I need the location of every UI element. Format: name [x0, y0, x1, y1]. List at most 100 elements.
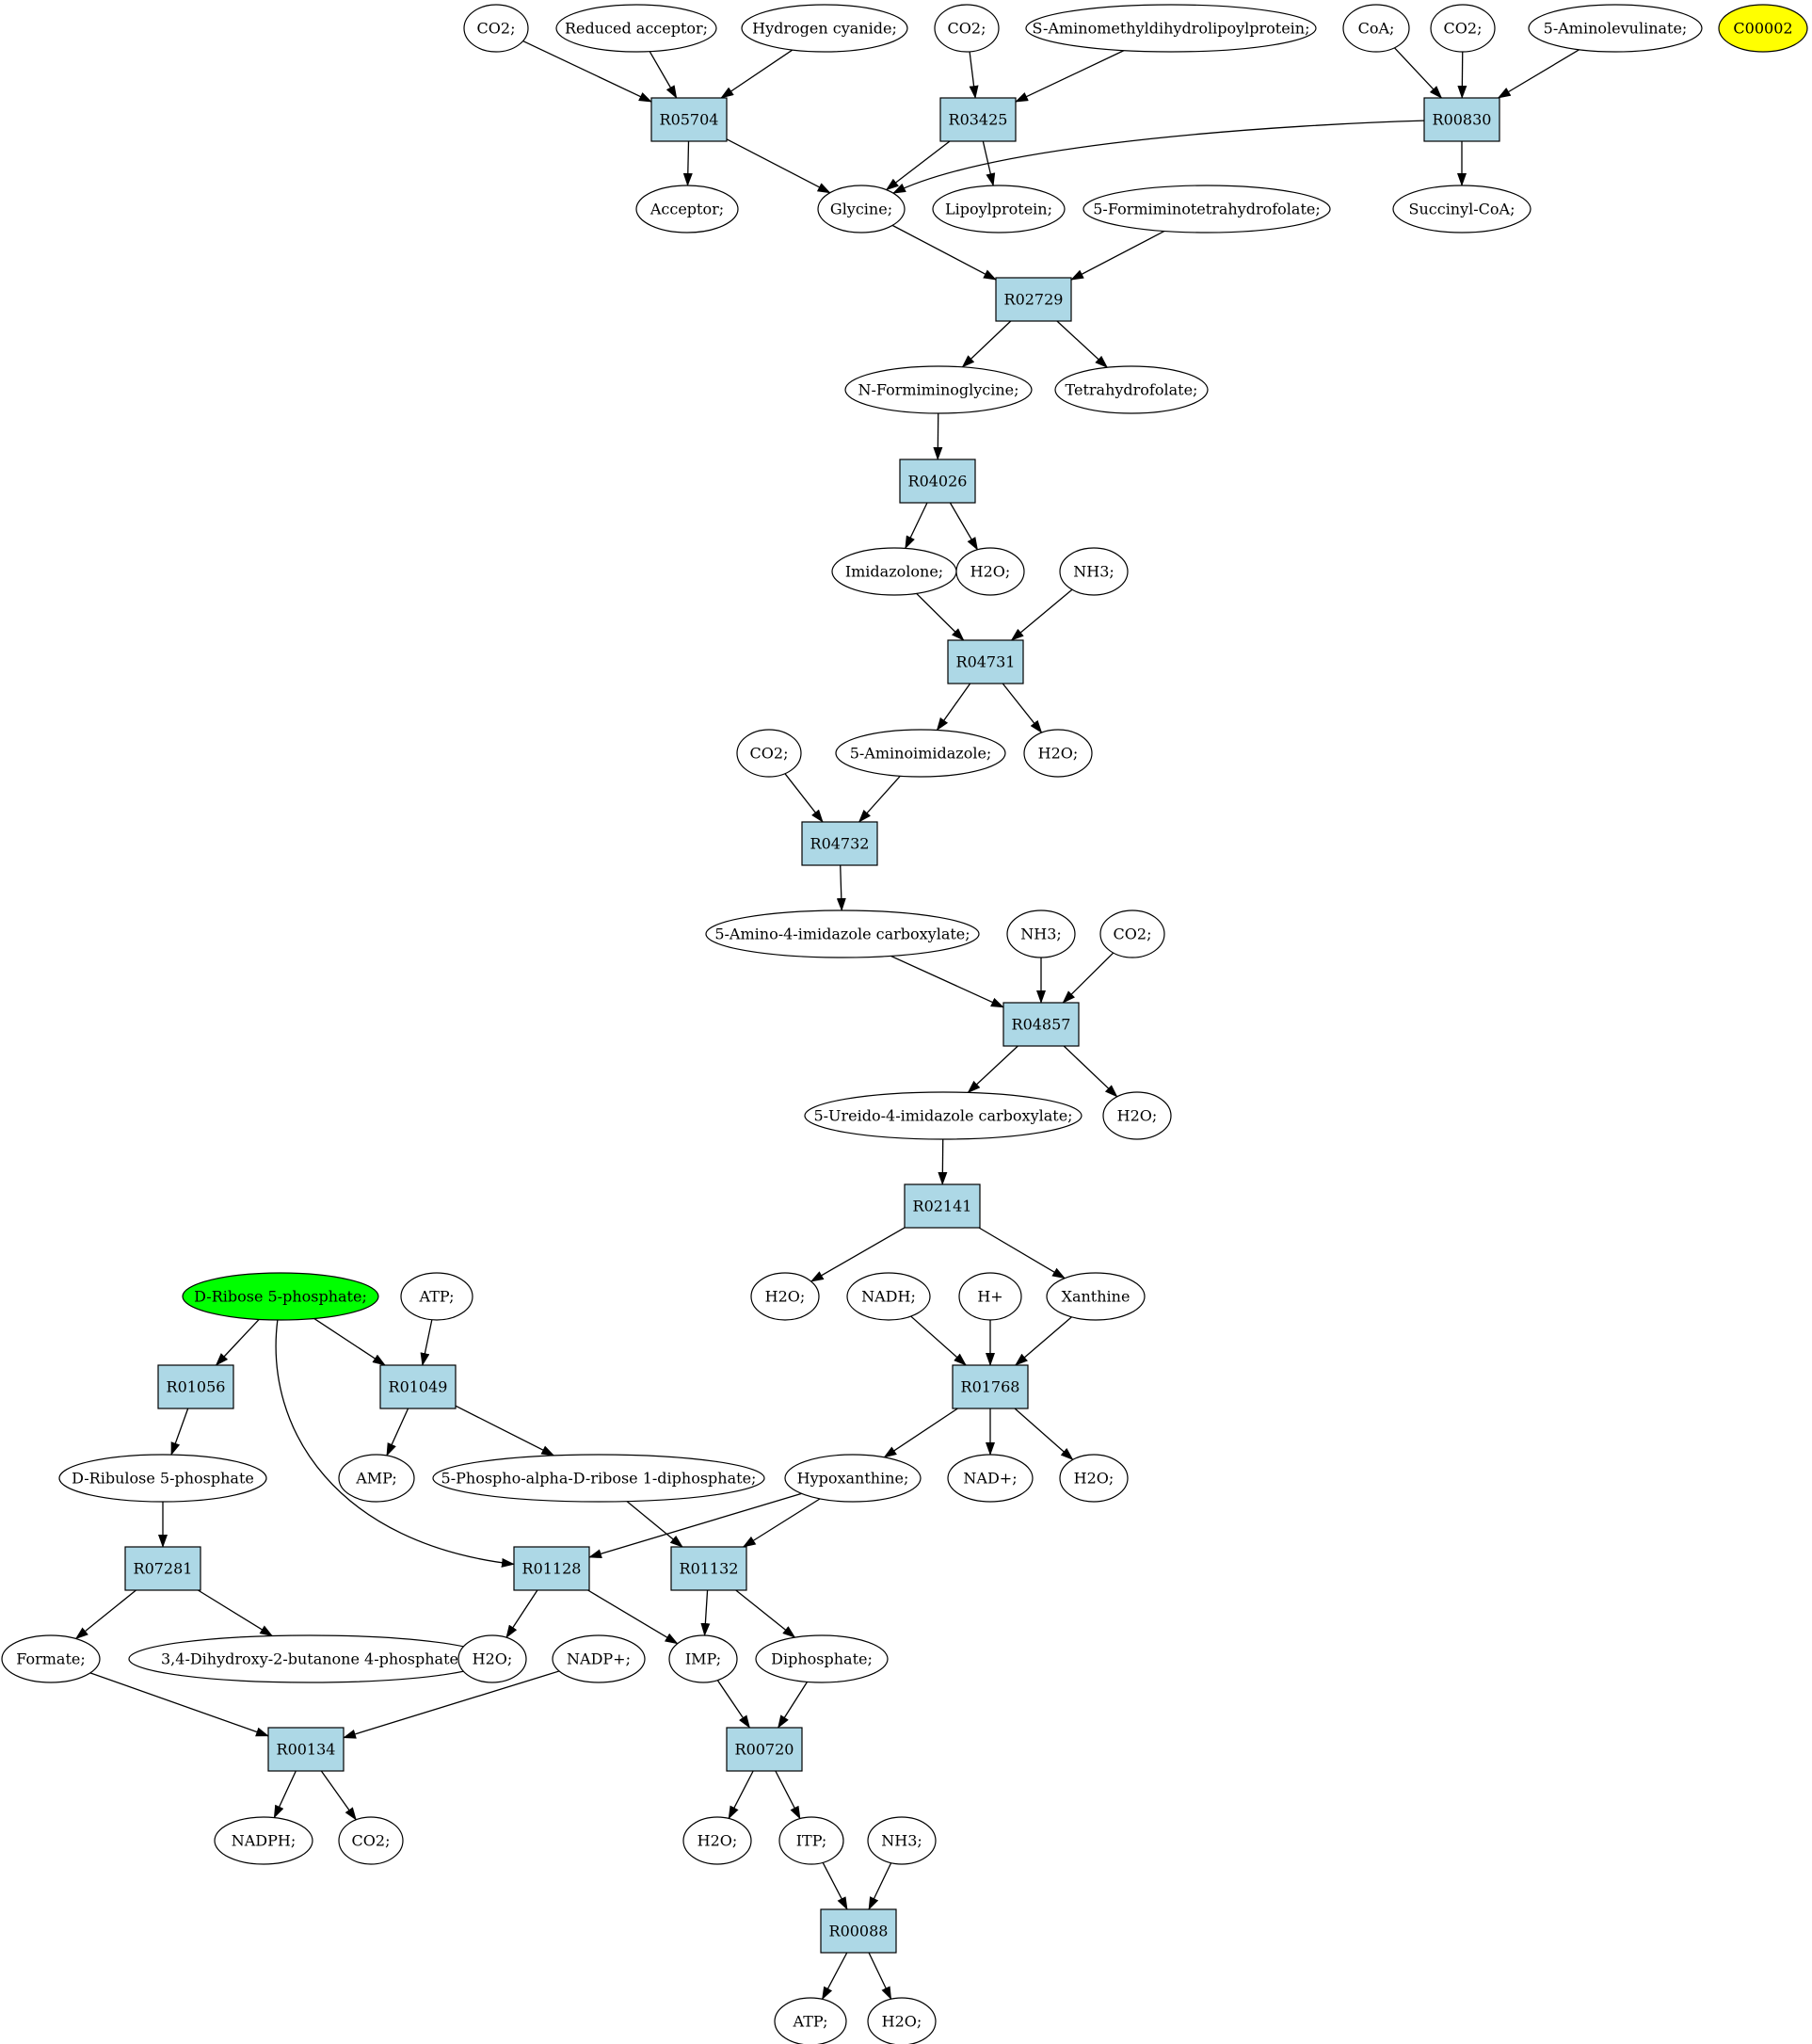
compound-label: Hypoxanthine; — [797, 1470, 909, 1488]
reaction-label: R02729 — [1004, 291, 1064, 309]
compound-label: Reduced acceptor; — [565, 20, 708, 38]
compound-label: H2O; — [882, 2013, 922, 2031]
compound-label: ITP; — [796, 1832, 827, 1850]
edge-r-r04857-to-c-ureido-imidazole-carboxylate — [967, 1045, 1018, 1094]
edge-r-r00088-to-c-h2o-h — [868, 1952, 892, 2001]
compound-node-c-imp: IMP; — [668, 1634, 738, 1683]
compound-label: NH3; — [1020, 925, 1062, 943]
compound-label: Formate; — [16, 1650, 86, 1668]
compound-label: S-Aminomethyldihydrolipoylprotein; — [1033, 20, 1310, 38]
compound-ellipse — [1054, 365, 1209, 414]
edge-r-r00830-to-c-glycine — [892, 120, 1425, 194]
compound-node-c-aminolevulinate: 5-Aminolevulinate; — [1528, 4, 1703, 53]
compound-node-c-ribose5p: D-Ribose 5-phosphate; — [182, 1272, 379, 1321]
compound-label: Xanthine — [1062, 1288, 1130, 1306]
edge-r-r00088-to-c-atp-b — [821, 1952, 848, 2001]
reaction-box — [995, 277, 1072, 322]
compound-node-c-nh3-a: NH3; — [1059, 547, 1129, 596]
compound-node-c-aminoimidazole: 5-Aminoimidazole; — [835, 729, 1006, 778]
edge-c-co2-b-to-r-r03425 — [969, 51, 979, 99]
reaction-label: R00134 — [277, 1741, 336, 1759]
compound-node-c-nh3-c: NH3; — [867, 1816, 937, 1865]
compound-ellipse — [750, 1272, 820, 1321]
compound-label: IMP; — [685, 1650, 721, 1668]
reaction-node-r-r04732: R04732 — [801, 821, 878, 866]
compound-label: Hydrogen cyanide; — [752, 20, 897, 38]
compound-node-c-h2o-g: H2O; — [682, 1816, 752, 1865]
compound-ellipse — [1046, 1272, 1146, 1321]
compound-label: NAD+; — [963, 1470, 1017, 1488]
reaction-box — [726, 1727, 803, 1772]
reaction-label: R01049 — [389, 1378, 448, 1396]
compound-ellipse — [947, 1454, 1034, 1503]
compound-node-c-nadplus: NAD+; — [947, 1454, 1034, 1503]
edge-c-ribose5p-to-r-r01056 — [215, 1318, 260, 1366]
compound-label: H2O; — [970, 563, 1011, 581]
reaction-box — [952, 1364, 1029, 1409]
compound-label: Tetrahydrofolate; — [1066, 381, 1198, 399]
compound-ellipse — [1, 1634, 101, 1683]
compound-node-c-co2-b: CO2; — [934, 4, 1000, 53]
edge-c-itp-to-r-r00088 — [822, 1862, 848, 1910]
reaction-node-r-r02141: R02141 — [904, 1183, 981, 1229]
reaction-node-r-r05704: R05704 — [650, 97, 728, 142]
compound-label: Succinyl-CoA; — [1409, 201, 1515, 218]
compound-ellipse — [668, 1634, 738, 1683]
reaction-label: R00088 — [829, 1923, 889, 1940]
edge-r-r01132-to-c-imp — [700, 1589, 711, 1637]
compound-node-c-h2o-f: H2O; — [457, 1634, 527, 1683]
compound-node-c-h2o-c: H2O; — [1102, 1091, 1172, 1140]
edge-r-r07281-to-c-formate — [74, 1589, 136, 1640]
reaction-node-r-r03425: R03425 — [939, 97, 1017, 142]
compound-label: CO2; — [1114, 925, 1152, 943]
compound-label: H2O; — [698, 1832, 738, 1850]
compound-ellipse — [846, 1272, 931, 1321]
edge-c-co2-e-to-r-r04857 — [1062, 952, 1114, 1004]
reaction-node-r-r04026: R04026 — [899, 459, 976, 504]
reaction-box — [801, 821, 878, 866]
reaction-label: R01128 — [522, 1560, 582, 1578]
compound-ellipse — [1099, 909, 1165, 958]
reaction-label: R01056 — [167, 1378, 226, 1396]
edge-c-ribose5p-to-r-r01049 — [313, 1317, 386, 1366]
edge-r-r01132-to-c-diphosphate — [735, 1589, 796, 1638]
edge-c-co2-d-to-r-r04732 — [784, 773, 824, 823]
compound-node-c-dihydroxybutanone: 3,4-Dihydroxy-2-butanone 4-phosphate — [128, 1634, 491, 1683]
reaction-node-r-r01049: R01049 — [379, 1364, 457, 1409]
compound-node-c-ureido-imidazole-carboxylate: 5-Ureido-4-imidazole carboxylate; — [804, 1091, 1082, 1140]
edge-c-nh3-a-to-r-r04731 — [1010, 588, 1073, 641]
reaction-box — [1002, 1002, 1080, 1047]
reaction-node-r-r01128: R01128 — [513, 1546, 590, 1591]
edge-r-r02729-to-c-thf — [1056, 320, 1109, 368]
reaction-box — [670, 1546, 747, 1591]
reaction-label: R05704 — [660, 111, 719, 129]
reaction-box — [947, 639, 1024, 684]
compound-ellipse — [58, 1454, 267, 1503]
edge-r-r01049-to-c-amp — [386, 1408, 409, 1457]
compound-label: H+ — [977, 1288, 1002, 1306]
compound-node-c-glycine: Glycine; — [817, 185, 906, 233]
compound-label: H2O; — [1117, 1107, 1158, 1125]
compound-node-c-ribulose5p: D-Ribulose 5-phosphate — [58, 1454, 267, 1503]
edge-r-r04731-to-c-aminoimidazole — [936, 683, 971, 732]
edge-r-r04026-to-c-imidazolone — [905, 502, 928, 550]
compound-label: D-Ribose 5-phosphate; — [194, 1288, 367, 1306]
edge-c-aminolevulinate-to-r-r00830 — [1497, 49, 1580, 99]
edge-c-prpp-to-r-r01132 — [626, 1501, 683, 1548]
compound-ellipse — [1059, 547, 1129, 596]
edge-c-xanthine-to-r-r01768 — [1015, 1316, 1072, 1366]
compound-node-c-nadh: NADH; — [846, 1272, 931, 1321]
compound-label: H2O; — [473, 1650, 513, 1668]
edge-r-r03425-to-c-glycine — [885, 140, 951, 191]
compound-ellipse — [552, 1634, 646, 1683]
edge-r-r04857-to-c-h2o-c — [1063, 1045, 1118, 1098]
edge-r-r00134-to-c-nadph — [273, 1770, 297, 1819]
compound-ellipse — [736, 729, 802, 778]
compound-label: C00002 — [1733, 20, 1792, 38]
compound-node-c-amino-imidazole-carboxylate: 5-Amino-4-imidazole carboxylate; — [705, 909, 980, 958]
reaction-node-r-r01768: R01768 — [952, 1364, 1029, 1409]
reaction-label: R00720 — [735, 1741, 794, 1759]
edge-c-co2-a-to-r-r05704 — [522, 40, 652, 103]
edge-c-nadpplus-to-r-r00134 — [343, 1670, 560, 1739]
